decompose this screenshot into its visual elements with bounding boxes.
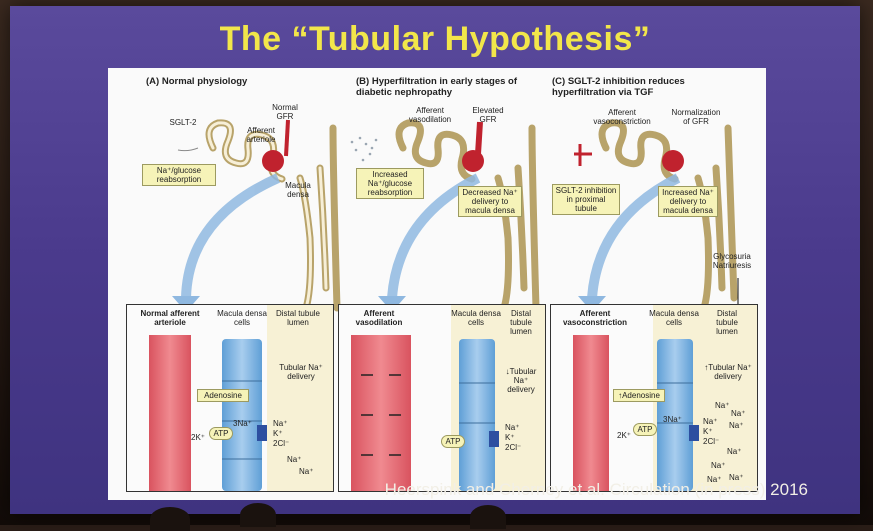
delivery-box-c: Increased Na⁺ delivery to macula densa xyxy=(658,186,718,217)
afferent-label-c: Afferent vasoconstriction xyxy=(593,108,651,126)
audience-head xyxy=(470,505,506,529)
ion-na-c: Na⁺ xyxy=(703,417,718,426)
macula-label-a: Macula densa xyxy=(285,181,311,199)
atp-b: ATP xyxy=(441,435,465,448)
ion-na-b: Na⁺ xyxy=(505,423,520,432)
glomerulus-b xyxy=(462,150,484,172)
glomerulus-a xyxy=(262,150,284,172)
lumen-na-c-7: Na⁺ xyxy=(729,473,744,482)
inhibitor-symbol xyxy=(574,144,592,166)
tubular-delivery-b: ↓Tubular Na⁺ delivery xyxy=(505,367,537,394)
ion-k-b: K⁺ xyxy=(505,433,515,442)
zoom-c-distal-label: Distal tubule lumen xyxy=(716,309,738,336)
zoom-c-macula-label: Macula densa cells xyxy=(649,309,699,327)
reabsorption-box-a: Na⁺/glucose reabsorption xyxy=(142,164,216,186)
na3-ion-a: 3Na⁺ xyxy=(233,419,252,428)
afferent-label-a: Afferent arteriole xyxy=(246,126,276,144)
zoom-panel-b: Afferent vasodilation Macula densa cells… xyxy=(338,304,546,492)
glucose-dots-b xyxy=(350,136,378,162)
zoom-panel-c: Afferent vasoconstriction Macula densa c… xyxy=(550,304,758,492)
lumen-na-c-1: Na⁺ xyxy=(731,409,746,418)
zoom-c-vessel-label: Afferent vasoconstriction xyxy=(562,309,627,327)
gfr-label-c: Normalization of GFR xyxy=(671,108,721,126)
zoom-panel-a: Normal afferent arteriole Macula densa c… xyxy=(126,304,334,492)
ion-cl-b: 2Cl⁻ xyxy=(505,443,522,452)
tubular-delivery-c: ↑Tubular Na⁺ delivery xyxy=(704,363,752,381)
lumen-na-a-2: Na⁺ xyxy=(299,467,314,476)
zoom-b-macula-label: Macula densa cells xyxy=(451,309,501,327)
lumen-na-a-1: Na⁺ xyxy=(287,455,302,464)
figure-illustration xyxy=(172,119,742,312)
panel-a-label: (A) Normal physiology xyxy=(146,76,248,87)
adenosine-box-c: ↑Adenosine xyxy=(613,389,665,402)
gfr-label-b: Elevated GFR xyxy=(472,106,504,124)
panel-b-label: (B) Hyperfiltration in early stages of d… xyxy=(356,76,518,98)
delivery-box-b: Decreased Na⁺ delivery to macula densa xyxy=(458,186,522,217)
glycosuria-label: Glycosuria Natriuresis xyxy=(712,252,752,270)
ion-na-a: Na⁺ xyxy=(273,419,288,428)
afferent-label-b: Afferent vasodilation xyxy=(408,106,452,124)
afferent-vessel-b xyxy=(475,121,483,155)
zoom-a-vessel-label: Normal afferent arteriole xyxy=(140,309,200,327)
inhibition-box-c: SGLT-2 inhibition in proximal tubule xyxy=(552,184,620,215)
citation: Heerspink and Cherney et al. Circulation… xyxy=(384,480,808,499)
tubular-delivery-a: Tubular Na⁺ delivery xyxy=(279,363,323,381)
ion-k-c: K⁺ xyxy=(703,427,713,436)
audience-head xyxy=(150,507,190,531)
figure-area: (A) Normal physiology SGLT-2 Normal GFR … xyxy=(108,68,766,500)
lumen-na-c-5: Na⁺ xyxy=(711,461,726,470)
ion-cl-c: 2Cl⁻ xyxy=(703,437,720,446)
audience-head xyxy=(240,503,276,527)
adenosine-box-a: Adenosine xyxy=(197,389,249,402)
zoom-a-macula-label: Macula densa cells xyxy=(217,309,267,327)
panel-c-label: (C) SGLT-2 inhibition reduces hyperfiltr… xyxy=(552,76,685,98)
zoom-b-vessel-label: Afferent vasodilation xyxy=(355,309,403,327)
k-ion-a: 2K⁺ xyxy=(191,433,206,442)
zoom-b-distal-label: Distal tubule lumen xyxy=(510,309,532,336)
gfr-label-a: Normal GFR xyxy=(272,103,298,121)
glomerulus-c xyxy=(662,150,684,172)
atp-c: ATP xyxy=(633,423,657,436)
lumen-na-c-2: Na⁺ xyxy=(729,421,744,430)
sglt2-label-a: SGLT-2 xyxy=(169,118,197,127)
reabsorption-box-b: Increased Na⁺/glucose reabsorption xyxy=(356,168,424,199)
ion-cl-a: 2Cl⁻ xyxy=(273,439,290,448)
lumen-na-c-4: Na⁺ xyxy=(727,447,742,456)
k-ion-c: 2K⁺ xyxy=(617,431,632,440)
lumen-na-c-6: Na⁺ xyxy=(707,475,722,484)
lumen-na-c-3: Na⁺ xyxy=(715,401,730,410)
slide-title: The “Tubular Hypothesis” xyxy=(219,20,651,58)
na3-ion-c: 3Na⁺ xyxy=(663,415,682,424)
afferent-vessel-a xyxy=(284,119,290,157)
projection-screen: The “Tubular Hypothesis” xyxy=(10,6,860,514)
ion-k-a: K⁺ xyxy=(273,429,283,438)
zoom-a-distal-label: Distal tubule lumen xyxy=(275,309,321,327)
atp-a: ATP xyxy=(209,427,233,440)
